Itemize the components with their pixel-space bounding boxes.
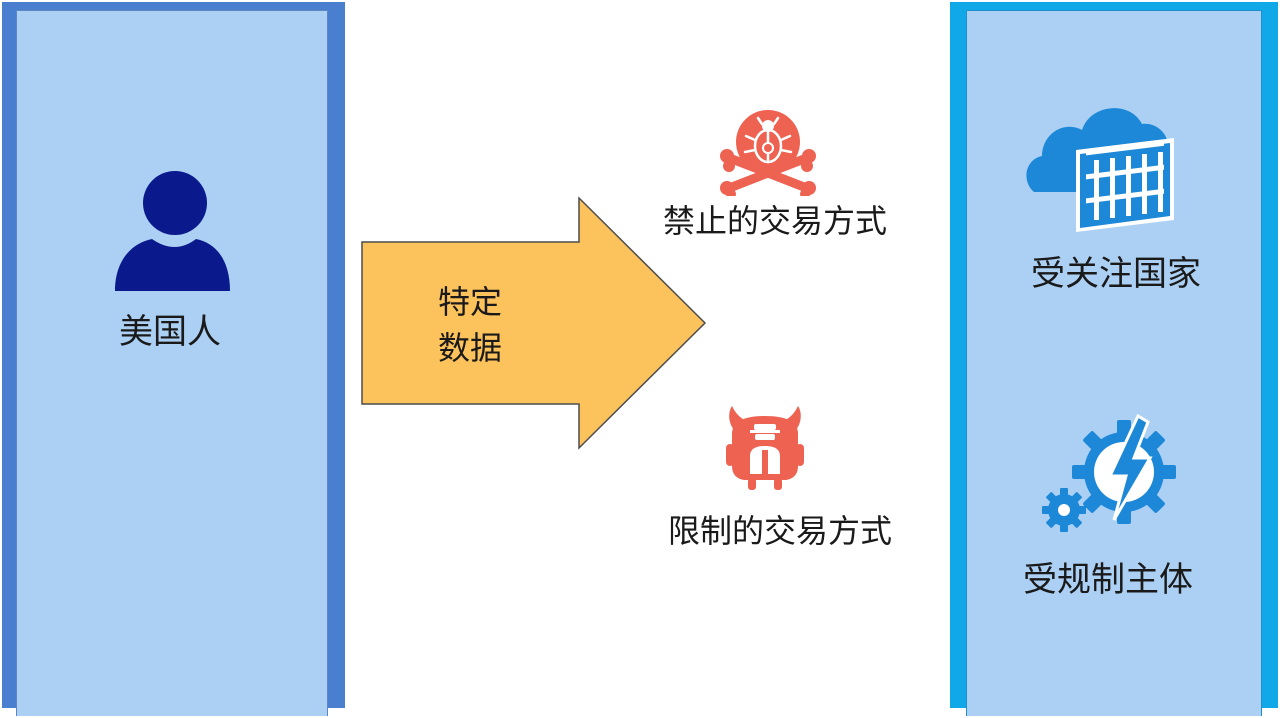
skull-bug-icon [720,110,816,196]
prohibited-transactions-label: 禁止的交易方式 [662,202,887,240]
country-of-concern-label: 受关注国家 [1031,254,1201,294]
source-label: 美国人 [119,312,221,352]
hacker-monster-icon [726,406,804,490]
arrow-label-line1: 特定 [437,283,502,321]
gear-lightning-icon [1042,414,1176,532]
data-flow-arrow [361,196,707,450]
arrow-label-line2: 数据 [437,329,502,367]
cloud-building-icon [1026,108,1174,232]
restricted-transactions-label: 限制的交易方式 [667,512,892,550]
covered-entity-label: 受规制主体 [1023,560,1193,600]
source-panel [16,10,328,716]
person-icon [115,171,230,291]
